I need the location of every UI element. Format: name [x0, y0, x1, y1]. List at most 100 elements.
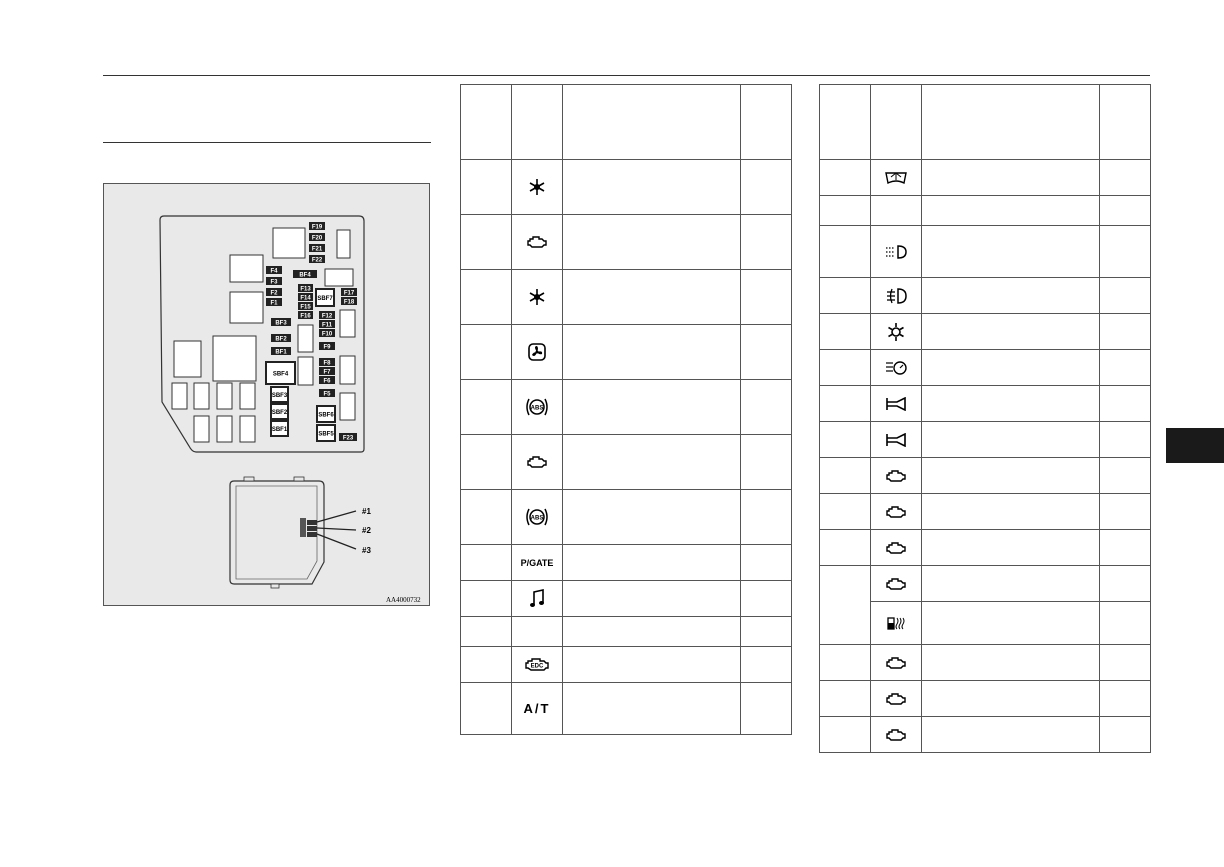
table-row	[819, 313, 1151, 350]
svg-text:EDC: EDC	[531, 663, 544, 669]
relay-block	[336, 229, 351, 259]
relay-block	[216, 415, 233, 443]
relay-block	[229, 254, 264, 283]
engine-icon	[870, 493, 922, 530]
engine-icon	[870, 457, 922, 494]
abs-icon: ABS	[511, 379, 563, 435]
table-header	[819, 84, 1151, 160]
fuse-label: F9	[323, 345, 331, 351]
table-row	[819, 277, 1151, 314]
relay-block	[193, 382, 210, 410]
engine-icon	[511, 434, 563, 490]
fuse-label: BF1	[275, 350, 287, 356]
snowflake-icon	[511, 269, 563, 325]
fuse-label: F14	[300, 296, 311, 302]
section-rule	[103, 142, 431, 143]
fuse-label: F10	[322, 332, 333, 338]
table-row: ABS	[460, 379, 792, 435]
table-row	[819, 349, 1151, 386]
table-row	[819, 644, 1151, 681]
table-row	[460, 214, 792, 270]
relay-block	[212, 335, 257, 382]
fuse-label: F2	[270, 291, 278, 297]
table-row: P/GATE	[460, 544, 792, 581]
sun-icon	[870, 313, 922, 350]
relay-2	[307, 526, 317, 531]
fuse-label: F11	[322, 323, 333, 329]
relay-block	[297, 356, 314, 386]
fuse-table-left: ABS ABS P/GATE EDC A/T	[460, 84, 792, 735]
chapter-tab	[1166, 428, 1224, 463]
fuse-label: F23	[343, 436, 354, 442]
fuse-box-diagram: F19 F20 F21 F22 F4 F3 F2 F1 BF4 BF3 BF2 …	[103, 183, 430, 606]
top-rule	[103, 75, 1150, 76]
relay-block	[173, 340, 202, 378]
pgate-icon: P/GATE	[511, 544, 563, 581]
fuse-label: F13	[300, 287, 311, 293]
fuse-label: F20	[312, 236, 323, 242]
relay-block	[239, 415, 256, 443]
wiper-icon	[870, 159, 922, 196]
table-row: ABS	[460, 489, 792, 545]
table-row	[819, 225, 1151, 278]
table-row	[819, 716, 1151, 753]
svg-text:ABS: ABS	[531, 516, 544, 522]
relay-block	[229, 291, 264, 324]
table-row	[460, 324, 792, 380]
table-row	[820, 601, 1151, 645]
fuse-label: F7	[323, 370, 331, 376]
engine-icon	[870, 529, 922, 566]
table-row	[819, 159, 1151, 196]
table-row	[819, 385, 1151, 422]
table-row	[819, 421, 1151, 458]
table-row	[460, 434, 792, 490]
headlight-icon	[870, 225, 922, 278]
fuse-label: F17	[344, 291, 355, 297]
table-header	[460, 84, 792, 160]
table-row	[819, 565, 1151, 645]
fuse-label: F8	[323, 361, 331, 367]
relay-label: #1	[362, 507, 371, 516]
table-row	[819, 457, 1151, 494]
table-row: EDC	[460, 646, 792, 683]
table-row	[819, 529, 1151, 566]
fuse-label: F22	[312, 258, 323, 264]
relay-block	[324, 268, 354, 287]
fuse-label: F19	[312, 225, 323, 231]
fuse-label: F5	[323, 392, 331, 398]
fuse-label: F6	[323, 379, 331, 385]
table-row	[460, 616, 792, 647]
fuse-label: SBF7	[317, 296, 333, 302]
relay-block	[239, 382, 256, 410]
snowflake-icon	[511, 159, 563, 215]
relay-label: #2	[362, 526, 371, 535]
fan-icon	[511, 324, 563, 380]
relay-block	[339, 392, 356, 421]
relay-block	[216, 382, 233, 410]
horn-icon	[870, 385, 922, 422]
fuel-heater-icon	[870, 601, 922, 645]
fuse-label: F18	[344, 300, 355, 306]
table-row	[819, 493, 1151, 530]
fog-light-icon	[870, 277, 922, 314]
relay-block	[193, 415, 210, 443]
table-row	[460, 580, 792, 617]
fuse-table-right	[819, 84, 1151, 753]
table-row	[460, 159, 792, 215]
relay-block	[297, 324, 314, 353]
table-row: A/T	[460, 682, 792, 735]
relay-block	[339, 355, 356, 385]
engine-icon	[870, 680, 922, 717]
fuse-label: SBF5	[318, 432, 334, 438]
fuse-label: F3	[270, 280, 278, 286]
fuse-label: F21	[312, 247, 323, 253]
fuse-label: SBF6	[318, 413, 334, 419]
fuse-label: SBF4	[273, 372, 289, 378]
svg-text:ABS: ABS	[531, 406, 544, 412]
fuse-label: BF4	[299, 273, 311, 279]
fuse-label: F16	[300, 314, 311, 320]
fuse-label: SBF3	[272, 393, 288, 399]
fuse-label: BF3	[275, 321, 287, 327]
engine-icon	[870, 565, 922, 602]
fuse-label: SBF2	[272, 410, 288, 416]
